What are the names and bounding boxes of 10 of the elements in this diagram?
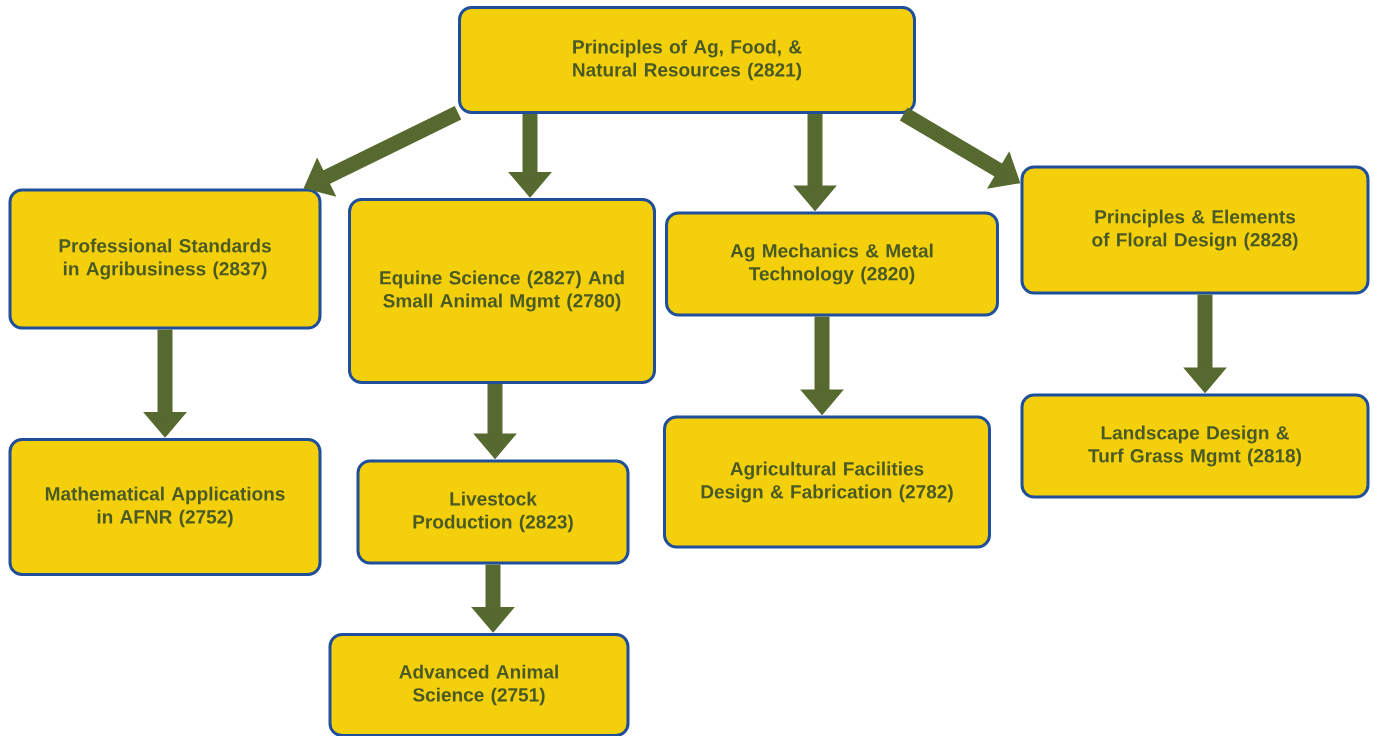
course-box: Landscape Design & Turf Grass Mgmt (2818) [1020,393,1370,499]
course-box: Ag Mechanics & Metal Technology (2820) [665,211,999,317]
course-box: Professional Standards in Agribusiness (2837) [8,188,322,330]
course-box: Principles of Ag, Food, & Natural Resources (2821) [458,6,916,114]
course-box: Mathematical Applications in AFNR (2752) [8,438,322,576]
course-box: Livestock Production (2823) [356,459,630,565]
course-box: Principles & Elements of Floral Design (2828) [1020,165,1370,295]
course-box: Advanced Animal Science (2751) [328,633,630,736]
course-box: Agricultural Facilities Design & Fabrication (2782) [663,415,991,549]
course-box: Equine Science (2827) And Small Animal Mgmt (2780) [348,198,656,384]
